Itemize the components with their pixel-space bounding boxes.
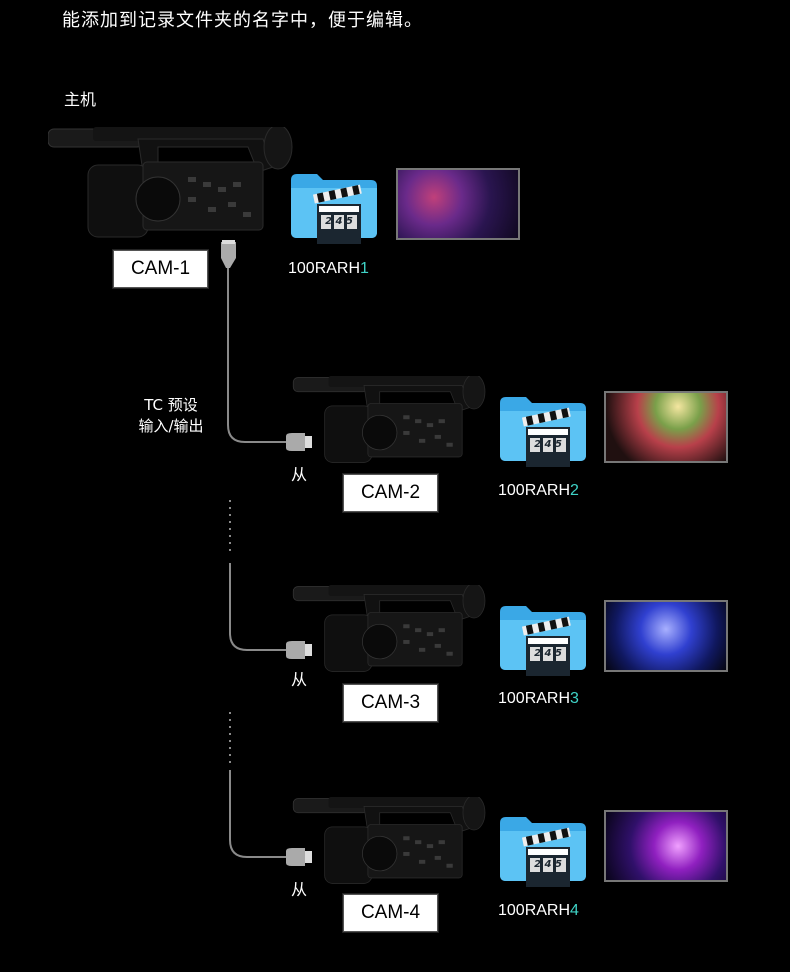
slave-label: 从 — [291, 465, 308, 484]
camera-icon — [292, 797, 487, 885]
tc-label-line1: TC 预设 — [144, 396, 198, 414]
footage-thumbnail — [396, 168, 520, 240]
folder-prefix: 100RARH — [288, 260, 361, 277]
folder-number: 1 — [360, 260, 369, 277]
folder-name: 100RARH4 — [498, 902, 579, 920]
folder-clapper: 2 4 5 — [500, 393, 586, 469]
camera-icon — [48, 127, 293, 239]
folder-prefix: 100RARH — [498, 482, 571, 499]
cable-to-cam4 — [229, 712, 288, 858]
folder-prefix: 100RARH — [498, 902, 571, 919]
folder-clapper: 2 4 5 — [291, 170, 377, 246]
master-label: 主机 — [64, 90, 97, 109]
cam-label: CAM-1 — [112, 249, 209, 289]
folder-clapper: 2 4 5 — [500, 602, 586, 678]
folder-number: 4 — [570, 902, 579, 919]
folder-clapper-icon — [500, 602, 586, 678]
tc-preset-label: TC 预设 输入/输出 — [128, 395, 214, 437]
folder-name: 100RARH1 — [288, 260, 369, 278]
footage-thumbnail — [604, 600, 728, 672]
header-text: 能添加到记录文件夹的名字中，便于编辑。 — [62, 10, 423, 31]
cam-label: CAM-3 — [342, 683, 439, 723]
camera-icon — [292, 376, 487, 464]
folder-clapper: 2 4 5 — [500, 813, 586, 889]
cam-label: CAM-2 — [342, 473, 439, 513]
folder-number: 3 — [570, 690, 579, 707]
folder-prefix: 100RARH — [498, 690, 571, 707]
cable-to-cam3 — [229, 500, 288, 651]
folder-name: 100RARH3 — [498, 690, 579, 708]
camera-icon — [292, 585, 487, 673]
tc-label-line2: 输入/输出 — [138, 417, 204, 435]
cable-master-to-cam2 — [221, 240, 288, 443]
connectors — [286, 433, 312, 866]
clapper-numbers: 2 4 5 — [534, 648, 562, 659]
folder-clapper-icon — [500, 813, 586, 889]
clapper-numbers: 2 4 5 — [325, 216, 353, 227]
clapper-numbers: 2 4 5 — [534, 859, 562, 870]
clapper-numbers: 2 4 5 — [534, 439, 562, 450]
cam-label: CAM-4 — [342, 893, 439, 933]
slave-label: 从 — [291, 880, 308, 899]
folder-number: 2 — [570, 482, 579, 499]
folder-clapper-icon — [291, 170, 377, 246]
folder-clapper-icon — [500, 393, 586, 469]
slave-label: 从 — [291, 670, 308, 689]
folder-name: 100RARH2 — [498, 482, 579, 500]
footage-thumbnail — [604, 391, 728, 463]
footage-thumbnail — [604, 810, 728, 882]
